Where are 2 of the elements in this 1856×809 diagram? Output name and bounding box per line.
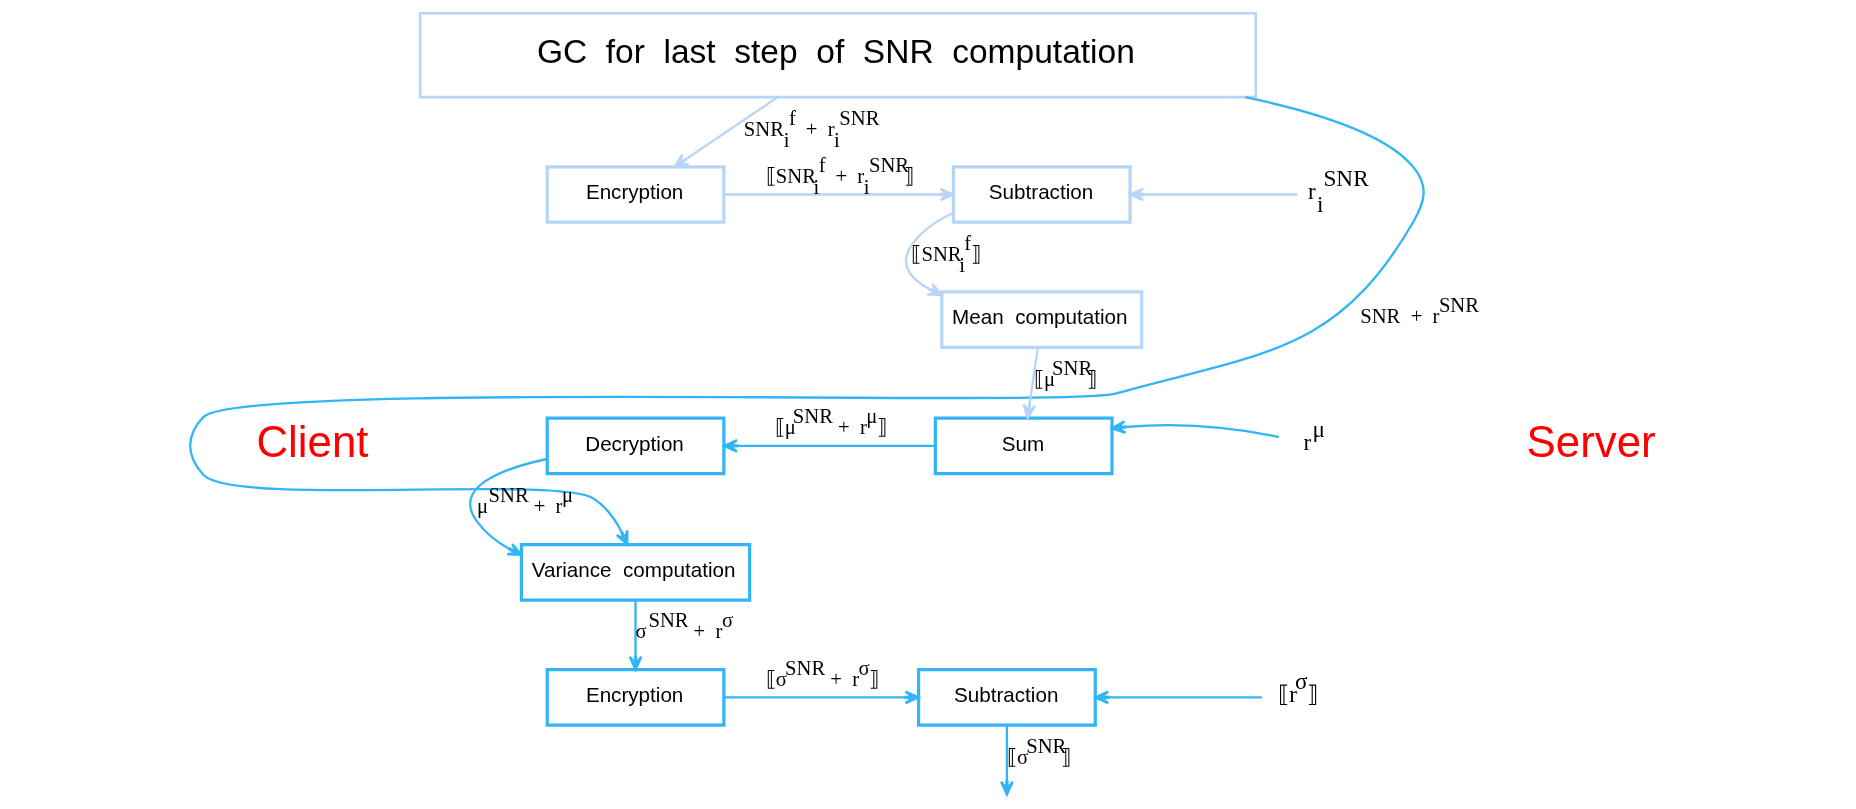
label: Client (256, 417, 369, 467)
label: Server (1526, 417, 1656, 467)
